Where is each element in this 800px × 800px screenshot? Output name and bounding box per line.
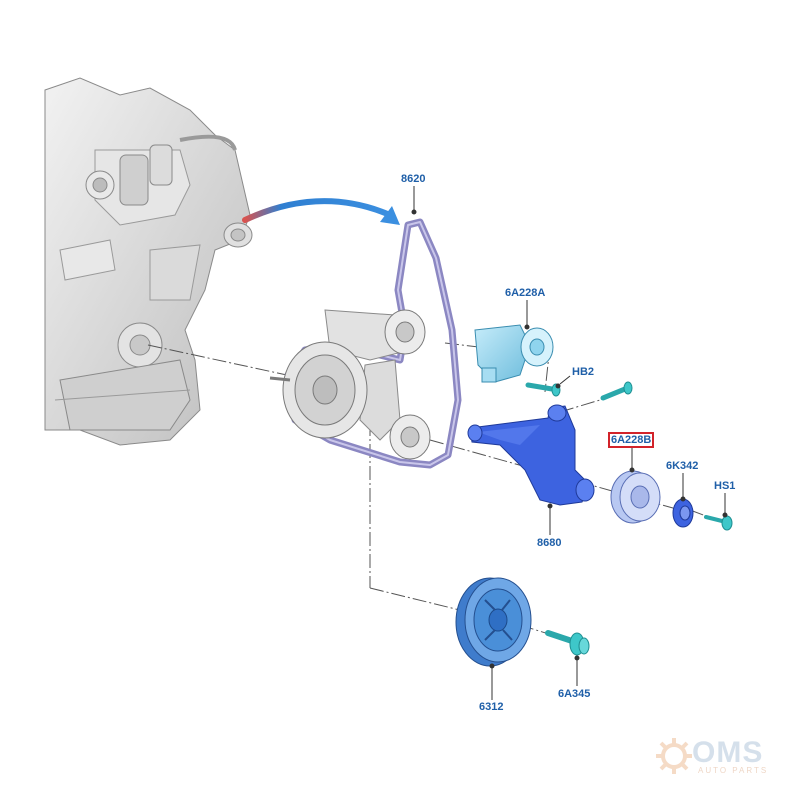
gear-icon <box>656 738 692 774</box>
bolts-hb2 <box>525 381 633 401</box>
idler-pulley <box>610 470 661 524</box>
callout-idler-pulley: 6A228B <box>608 432 655 448</box>
leader-lines <box>411 186 728 700</box>
callout-crank-bolt: 6A345 <box>558 688 591 700</box>
curved-arrow <box>242 198 400 225</box>
bolt-hs1 <box>704 515 733 531</box>
watermark-logo: OMS AUTO PARTS <box>654 732 784 780</box>
callout-washer: 6K342 <box>666 460 699 472</box>
watermark-text: OMS <box>692 736 764 769</box>
tensioner-assembly <box>474 324 554 383</box>
callout-belt: 8620 <box>401 173 426 185</box>
watermark-subtext: AUTO PARTS <box>698 766 769 775</box>
callout-bracket: 8680 <box>537 537 562 549</box>
callout-crank-pulley: 6312 <box>479 701 504 713</box>
crankshaft-pulley <box>455 577 532 667</box>
crankshaft-bolt <box>545 630 590 656</box>
engine-block <box>44 77 253 446</box>
callout-bolt-hb2: HB2 <box>572 366 595 378</box>
idler-bracket <box>467 404 595 506</box>
callout-tensioner: 6A228A <box>505 287 546 299</box>
callout-bolt-hs1: HS1 <box>714 480 736 492</box>
installed-pulleys <box>269 309 431 460</box>
washer <box>672 498 694 528</box>
